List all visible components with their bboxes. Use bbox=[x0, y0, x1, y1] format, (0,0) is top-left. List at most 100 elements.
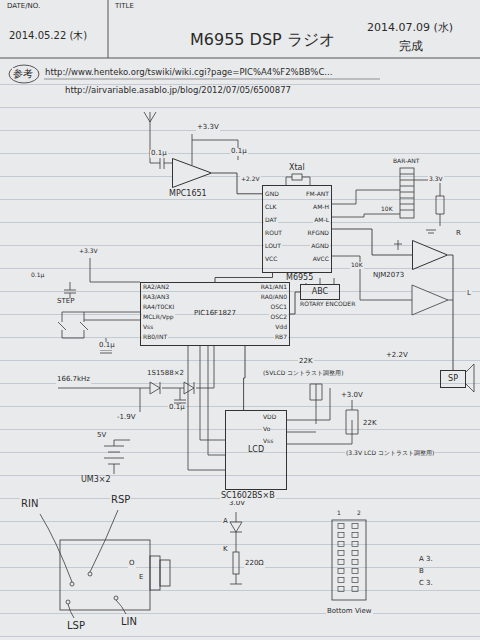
label-text: GND bbox=[264, 191, 280, 198]
lcd-module: LCDSC1602BS×B bbox=[225, 410, 287, 490]
label-text: RA2/AN2 bbox=[142, 284, 170, 291]
label-text: MCLR/Vpp bbox=[142, 314, 175, 321]
label-text: DATE/NO. bbox=[6, 3, 41, 11]
label-text: 10K bbox=[350, 262, 364, 269]
label-text: AM-L bbox=[313, 217, 330, 224]
label-text: 5V bbox=[96, 432, 107, 440]
label-text: (3.3V LCD コントラスト調整用) bbox=[345, 450, 435, 457]
label-text: RA1/AN1 bbox=[260, 284, 288, 291]
label-text: RSP bbox=[110, 494, 131, 505]
label-text: 22K bbox=[362, 420, 378, 428]
node-text: SC1602BS×B bbox=[220, 492, 276, 501]
node-text: ABC bbox=[312, 288, 328, 297]
wire-connector bbox=[332, 229, 412, 255]
label-text: (5VLCD コントラスト調整用) bbox=[262, 370, 345, 377]
node-text: ROTARY ENCODER bbox=[299, 301, 356, 308]
header-frame bbox=[0, 0, 480, 83]
label-text: Vdd bbox=[274, 324, 288, 331]
wire-connector bbox=[212, 173, 262, 194]
label-text: O bbox=[128, 560, 136, 568]
label-text: -1.9V bbox=[116, 414, 136, 422]
label-text: 完成 bbox=[398, 40, 424, 53]
label-text: +2.2V bbox=[385, 352, 409, 360]
node-text: MPC1651 bbox=[168, 190, 208, 199]
label-text: 参考 bbox=[12, 68, 34, 79]
label-text: FM-ANT bbox=[305, 191, 330, 198]
label-text: +3.3V bbox=[78, 248, 99, 255]
label-text: CLK bbox=[264, 204, 277, 211]
label-text: +2.2V bbox=[240, 176, 261, 183]
label-text: 2014.05.22 (木) bbox=[8, 30, 88, 41]
label-text: E bbox=[138, 574, 144, 582]
label-text: R bbox=[455, 230, 462, 238]
label-text: 3.3V bbox=[428, 176, 444, 183]
label-text: Vss bbox=[262, 438, 274, 445]
label-text: +3.0V bbox=[340, 392, 364, 400]
label-text: +3.3V bbox=[196, 124, 220, 132]
label-text: 22K bbox=[298, 358, 314, 366]
label-text: AGND bbox=[310, 243, 330, 250]
label-text: A 3. bbox=[418, 556, 434, 564]
audio-amplifier: NJM2073 bbox=[412, 240, 448, 270]
label-text: LSP bbox=[66, 620, 86, 631]
label-text: 3.0V bbox=[228, 500, 246, 508]
label-text: 0.1μ bbox=[30, 272, 45, 279]
label-text: VDD bbox=[262, 414, 277, 421]
label-text: 166.7kHz bbox=[56, 376, 91, 384]
amplifier-ic: MPC1651 bbox=[172, 158, 212, 188]
label-text: STEP bbox=[56, 298, 75, 306]
label-text: BAR-ANT bbox=[392, 158, 420, 165]
label-text: 0.1μ bbox=[230, 148, 248, 156]
triangle-outline bbox=[172, 158, 212, 188]
label-text: 1S1588×2 bbox=[146, 370, 185, 378]
node-text: SP bbox=[448, 375, 458, 384]
label-text: 10K bbox=[380, 206, 394, 213]
wires bbox=[40, 112, 474, 618]
label-text: Xtal bbox=[288, 164, 306, 173]
label-text: OSC1 bbox=[269, 304, 288, 311]
label-text: RIN bbox=[20, 498, 39, 509]
label-text: K bbox=[222, 546, 229, 554]
label-text: A bbox=[222, 518, 229, 526]
label-text: RA0/AN0 bbox=[260, 294, 288, 301]
ruled-lines bbox=[0, 62, 480, 640]
label-text: B bbox=[418, 568, 425, 576]
wire-connector bbox=[244, 346, 245, 410]
node-text: PIC16F1827 bbox=[194, 310, 236, 318]
label-text: 220Ω bbox=[244, 560, 265, 568]
label-text: RFGND bbox=[307, 230, 330, 237]
label-text: ROUT bbox=[264, 230, 283, 237]
label-text: 1 bbox=[336, 510, 342, 517]
label-text: RB0/INT bbox=[142, 334, 168, 341]
label-text: Vss bbox=[142, 324, 154, 331]
label-text: RA3/AN3 bbox=[142, 294, 170, 301]
triangle-outline bbox=[412, 240, 448, 270]
label-text: 0.1μ bbox=[168, 404, 186, 412]
label-text: LOUT bbox=[264, 243, 282, 250]
label-text: RB7 bbox=[274, 334, 288, 341]
wire-connector bbox=[215, 273, 273, 282]
node-text: LCD bbox=[248, 446, 264, 455]
label-text: LIN bbox=[120, 616, 138, 627]
label-text: http://www.henteko.org/tswiki/wiki.cgi?p… bbox=[44, 68, 333, 77]
rotary-encoder: ABCROTARY ENCODER bbox=[300, 284, 340, 300]
tuner-ic: M6955 bbox=[262, 185, 332, 273]
label-text: AM-H bbox=[312, 204, 330, 211]
speaker: SP bbox=[440, 370, 466, 388]
label-text: http://airvariable.asablo.jp/blog/2012/0… bbox=[64, 86, 292, 95]
label-text: RA4/T0CKI bbox=[142, 304, 175, 311]
wire-connector bbox=[448, 255, 453, 370]
node-text: NJM2073 bbox=[372, 272, 405, 280]
label-text: 0.1μ bbox=[150, 150, 168, 158]
label-text: AVCC bbox=[312, 256, 330, 263]
label-text: DAT bbox=[264, 217, 278, 224]
label-text: UM3×2 bbox=[80, 476, 112, 485]
label-text: 0.1μ bbox=[98, 342, 116, 350]
microcontroller-ic: PIC16F1827 bbox=[140, 282, 290, 346]
page-title: M6955 DSP ラジオ bbox=[190, 30, 335, 51]
label-text: C 3. bbox=[418, 580, 434, 588]
label-text: 2 bbox=[356, 510, 362, 517]
label-text: OSC2 bbox=[269, 314, 288, 321]
